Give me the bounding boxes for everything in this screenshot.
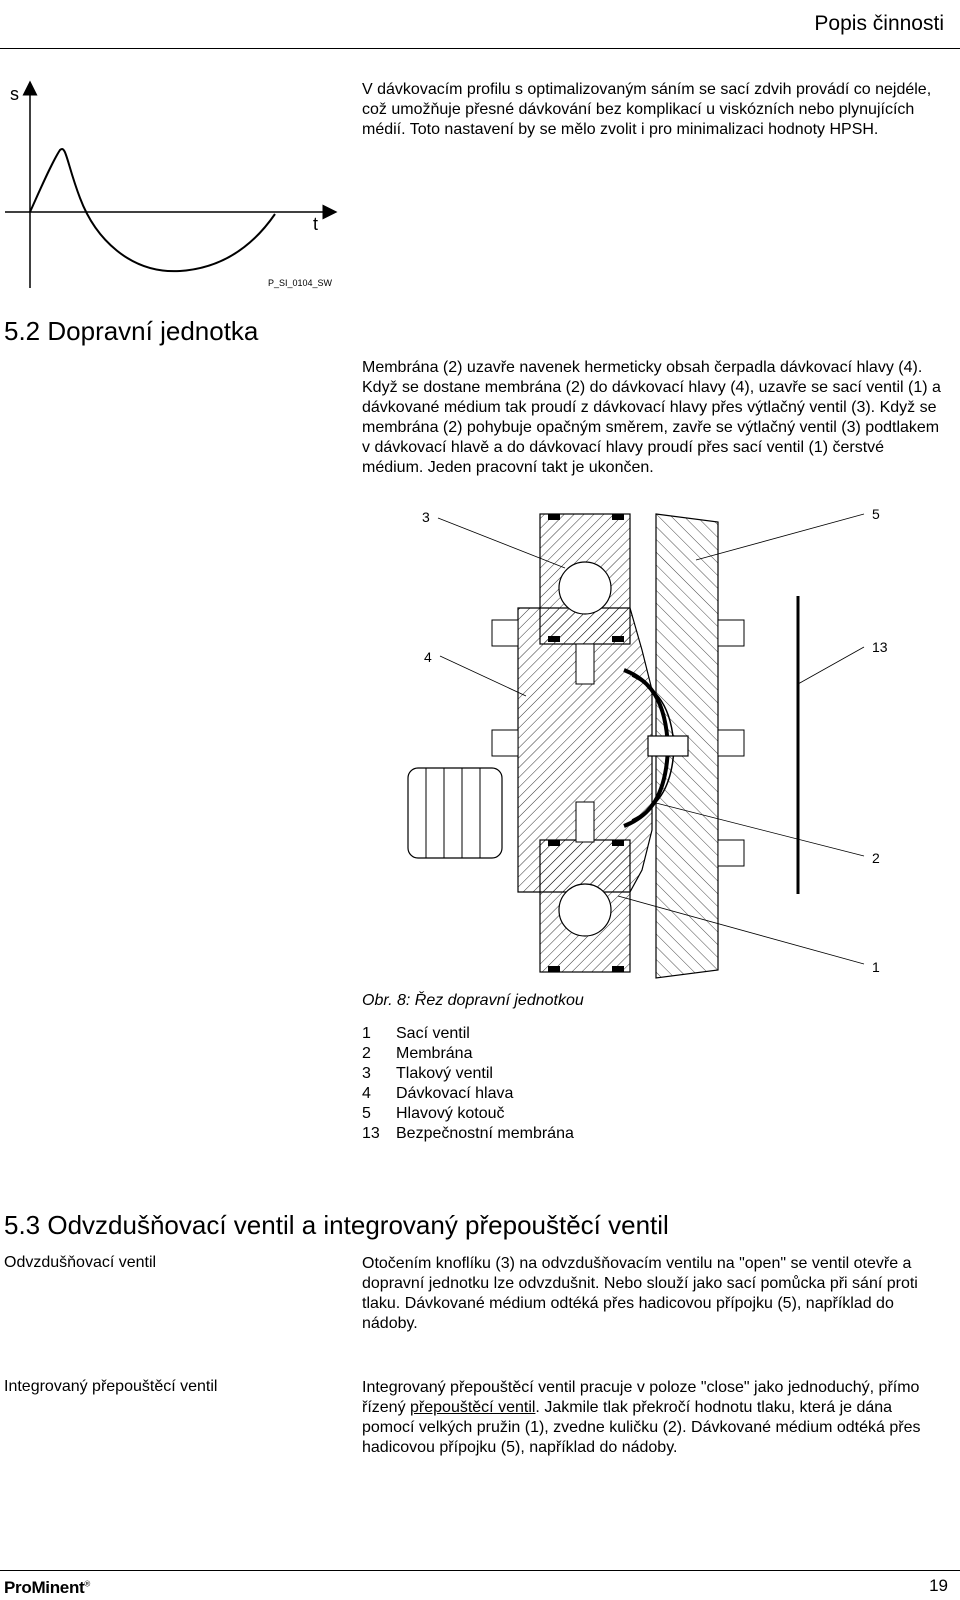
relief-valve-text-part-1: Integrovaný přepouštěcí ventil pracuje v… [362, 1379, 920, 1416]
legend-number: 3 [362, 1065, 371, 1082]
header-divider [0, 48, 960, 49]
stroke-curve [29, 147, 276, 273]
legend-number: 13 [362, 1125, 380, 1142]
legend-number: 1 [362, 1025, 371, 1042]
bleed-valve-text: Otočením knoflíku (3) na odvzdušňovacím … [362, 1255, 918, 1332]
legend-number: 4 [362, 1085, 371, 1102]
callout-1: 1 [872, 959, 880, 975]
relief-valve-text: Integrovaný přepouštěcí ventil pracuje v… [362, 1378, 944, 1458]
figure-code: P_SI_0104_SW [268, 278, 333, 288]
intro-paragraph: V dávkovacím profilu s optimalizovaným s… [362, 81, 932, 138]
relief-valve-title: Integrovaný přepouštěcí ventil [4, 1378, 218, 1395]
registered-mark: ® [84, 1579, 91, 1589]
bleed-valve-title: Odvzdušňovací ventil [4, 1254, 157, 1271]
relief-valve-link[interactable]: přepouštěcí ventil [410, 1399, 536, 1416]
legend-label: Sací ventil [396, 1025, 470, 1042]
stroke-profile-graph: s t P_SI_0104_SW [5, 80, 338, 288]
legend-item: 1 Sací ventil [362, 1024, 574, 1044]
logo-text: ProMinent [4, 1578, 85, 1597]
legend-label: Hlavový kotouč [396, 1105, 505, 1122]
legend-number: 2 [362, 1045, 371, 1062]
legend-label: Dávkovací hlava [396, 1085, 514, 1102]
legend-number: 5 [362, 1105, 371, 1122]
pump-cross-section-drawing: 3 5 4 13 2 1 [407, 506, 888, 979]
page-number: 19 [929, 1576, 948, 1595]
legend-item: 4 Dávkovací hlava [362, 1084, 574, 1104]
y-axis-label: s [10, 84, 19, 104]
legend-label: Membrána [396, 1045, 473, 1062]
legend-item: 13 Bezpečnostní membrána [362, 1124, 574, 1144]
bleed-valve-knob [407, 767, 503, 859]
callout-13: 13 [872, 639, 888, 655]
section-heading-5-3: 5.3 Odvzdušňovací ventil a integrovaný p… [4, 1210, 669, 1240]
callout-3: 3 [422, 509, 430, 525]
callout-2: 2 [872, 850, 880, 866]
callout-4: 4 [424, 649, 432, 665]
relief-valve-text-part-2: . Jakmile tlak překročí hodnotu tlaku, k… [362, 1399, 921, 1456]
legend-item: 5 Hlavový kotouč [362, 1104, 574, 1124]
footer-divider [0, 1570, 960, 1571]
legend-item: 3 Tlakový ventil [362, 1064, 574, 1084]
x-axis-label: t [313, 214, 318, 234]
legend-label: Tlakový ventil [396, 1065, 493, 1082]
section-5-2-paragraph: Membrána (2) uzavře navenek hermeticky o… [362, 359, 941, 476]
prominent-logo: ProMinent® [4, 1578, 90, 1598]
page-header-title: Popis činnosti [814, 12, 944, 35]
callout-5: 5 [872, 506, 880, 522]
pressure-valve-ball [558, 561, 612, 615]
suction-valve-ball [558, 883, 612, 937]
figure-caption: Obr. 8: Řez dopravní jednotkou [362, 992, 584, 1009]
legend-label: Bezpečnostní membrána [396, 1125, 574, 1142]
legend-item: 2 Membrána [362, 1044, 574, 1064]
figure-legend: 1 Sací ventil 2 Membrána 3 Tlakový ventil 4… [362, 1024, 574, 1144]
section-heading-5-2: 5.2 Dopravní jednotka [4, 316, 259, 346]
